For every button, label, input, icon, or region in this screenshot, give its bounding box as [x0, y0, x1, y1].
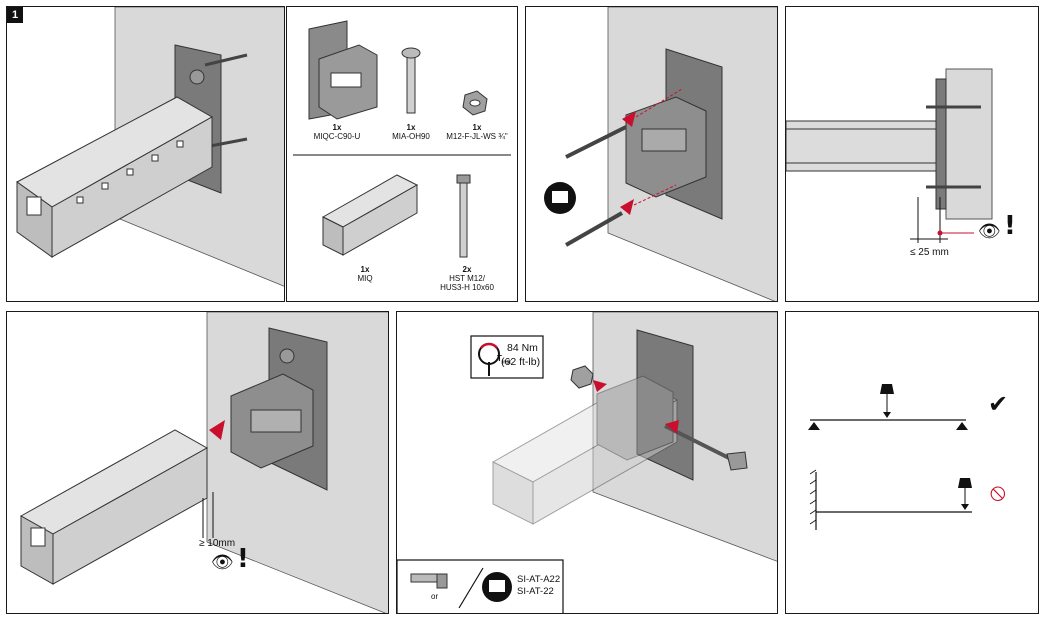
panel-section-offset: ≤ 25 mm 👁 ! [785, 6, 1039, 302]
part-qty: 1x [332, 123, 342, 132]
step-number-badge: 1 [7, 7, 23, 23]
torque-value: 84 Nm [507, 342, 538, 354]
max-offset-label: ≤ 25 mm [910, 247, 949, 258]
eye-icon: 👁 [978, 221, 1001, 242]
part-name: M12-F-JL-WS ¾" [446, 132, 508, 141]
panel-install-anchors [525, 6, 778, 302]
torque-symbol: Tinst [497, 354, 511, 368]
parts-illustrations [293, 20, 511, 258]
tool-reference-1: SI-AT-A22 [517, 574, 561, 585]
anchor-install-illustration [544, 7, 777, 301]
part-label-nut: 1x M12-F-JL-WS ¾" [437, 123, 517, 141]
part-label-channel: 1x MIQ [335, 265, 395, 283]
prohibited-icon: ⦸ [990, 478, 1006, 506]
section-offset-illustration [786, 68, 993, 243]
eye-icon: 👁 [211, 552, 234, 573]
tool-reference-2: SI-AT-22 [517, 586, 554, 597]
panel-load-cases: ✔ ⦸ [785, 311, 1039, 614]
part-qty: 2x [462, 265, 472, 274]
warning-exclamation: ! [237, 544, 249, 574]
torque-symbol-sub: inst [501, 359, 511, 366]
panel-parts-list: 1x MIQC-C90-U 1x MIA-OH90 1x M12-F-JL-WS… [286, 6, 518, 302]
panel-overview: 1 [6, 6, 285, 302]
part-name: MIA-OH90 [392, 132, 430, 141]
part-label-anchor: 2x HST M12/ HUS3-H 10x60 [427, 265, 507, 292]
panel-tighten-bolt: Tinst 84 Nm (62 ft-lb) or SI-AT-A22 SI-A… [396, 311, 778, 614]
allowed-check-icon: ✔ [988, 390, 1009, 418]
part-label-bracket: 1x MIQC-C90-U [295, 123, 379, 141]
panel-slide-channel: ≥ 10mm 👁 ! [6, 311, 389, 614]
part-name-line1: HST M12/ [449, 274, 485, 283]
part-qty: 1x [472, 123, 482, 132]
warning-exclamation: ! [1004, 211, 1016, 241]
torque-symbol-letter: T [497, 354, 502, 363]
part-qty: 1x [360, 265, 370, 274]
torque-imperial: (62 ft-lb) [501, 356, 541, 368]
part-name: MIQ [357, 274, 373, 283]
part-name: MIQC-C90-U [313, 132, 361, 141]
load-case-diagram [808, 384, 972, 530]
tighten-bolt-illustration [397, 312, 777, 613]
tool-or-label: or [431, 592, 439, 601]
part-name-line2: HUS3-H 10x60 [440, 283, 494, 292]
overview-illustration [16, 7, 284, 287]
min-gap-label: ≥ 10mm [199, 538, 236, 549]
slide-channel-illustration [19, 312, 388, 613]
part-qty: 1x [406, 123, 416, 132]
part-label-bolt: 1x MIA-OH90 [379, 123, 443, 141]
